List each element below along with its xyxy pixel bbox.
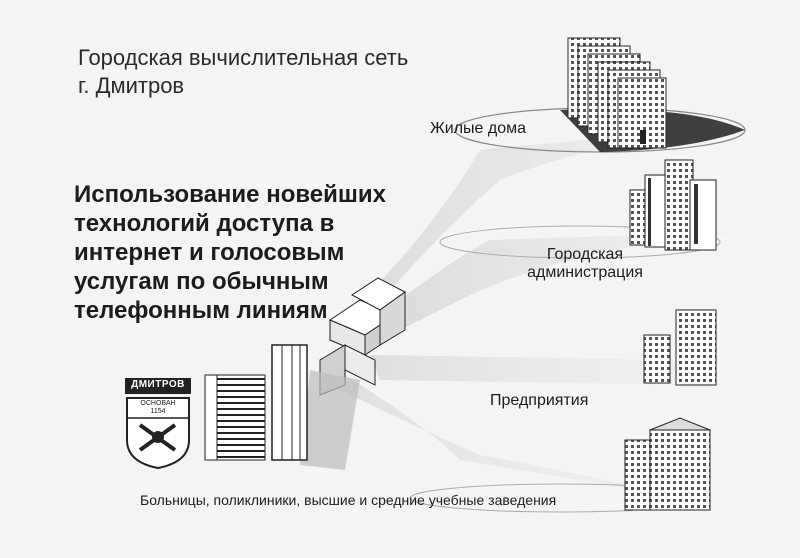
title-line-2: г. Дмитров <box>78 73 185 98</box>
beam-enterprises <box>370 355 700 385</box>
page-title: Городская вычислительная сеть г. Дмитров <box>78 44 408 100</box>
headline-line-1: Использование новейших <box>74 181 386 208</box>
office-building-striped <box>204 374 266 461</box>
headline-line-4: услугам по обычным <box>74 268 329 295</box>
emblem-founded-year: 1154 <box>150 408 166 415</box>
title-line-1: Городская вычислительная сеть <box>78 45 409 70</box>
enterprise-towers <box>643 309 717 386</box>
headline: Использование новейших технологий доступ… <box>74 180 386 325</box>
label-institutions: Больницы, поликлиники, высшие и средние … <box>140 492 557 508</box>
administration-ground <box>439 225 721 259</box>
emblem-founded-label: ОСНОВАН <box>140 400 176 407</box>
connection-beams <box>320 125 740 500</box>
headline-line-3: интернет и голосовым <box>74 239 345 266</box>
institution-building <box>624 417 711 511</box>
tower-building <box>271 344 308 461</box>
beam-administration <box>360 232 740 345</box>
label-administration: Городская администрация <box>505 246 665 282</box>
emblem-banner-text: ДМИТРОВ <box>131 379 185 390</box>
label-enterprises: Предприятия <box>490 392 589 409</box>
label-administration-line-1: Городская <box>546 246 624 263</box>
label-administration-line-2: администрация <box>527 264 643 281</box>
administration-towers <box>629 159 717 251</box>
residential-buildings <box>567 37 667 149</box>
city-emblem <box>125 378 191 470</box>
label-residential: Жилые дома <box>430 120 527 137</box>
headline-line-2: технологий доступа в <box>74 210 335 237</box>
headline-line-5: телефонным линиям <box>74 297 328 324</box>
hub-cluster <box>300 277 406 470</box>
